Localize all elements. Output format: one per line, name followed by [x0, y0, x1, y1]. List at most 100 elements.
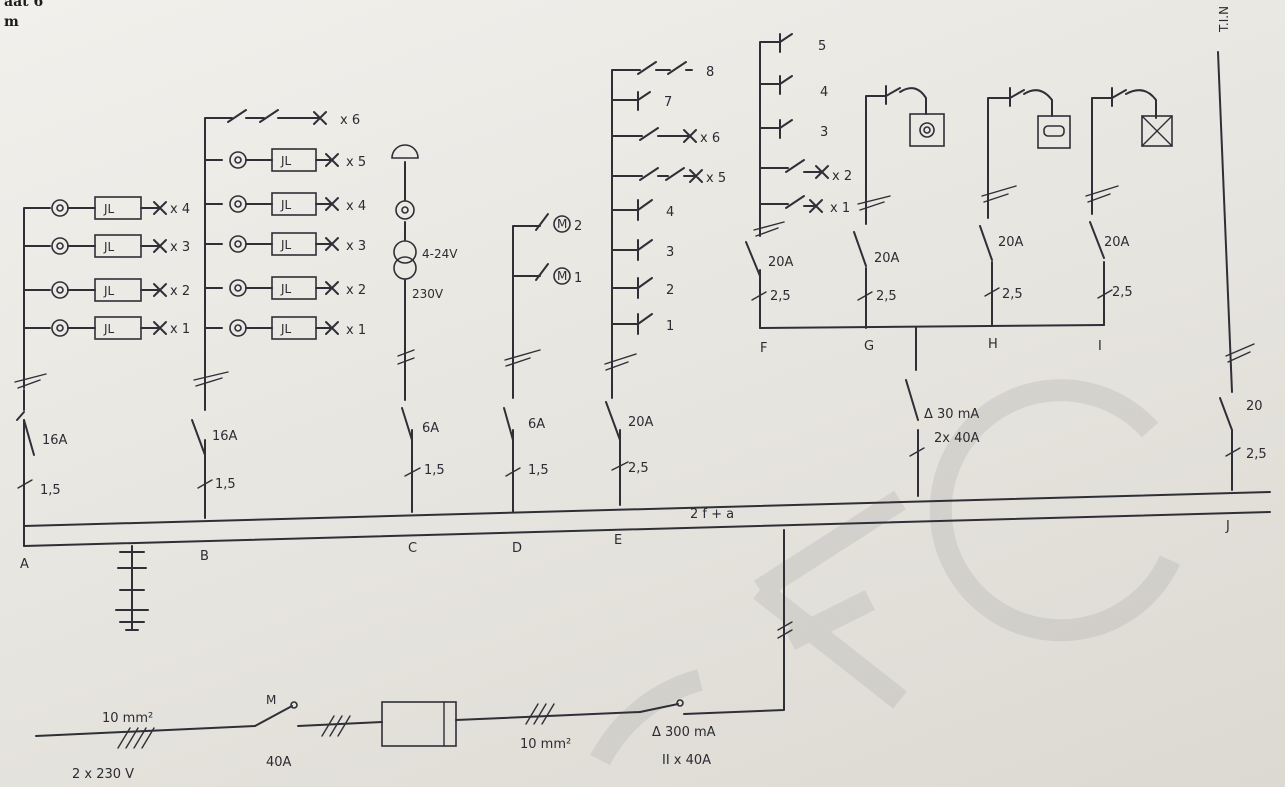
- header-line-2: m: [4, 14, 19, 30]
- circuit-j-section: 2,5: [1246, 447, 1267, 462]
- svg-text:JL: JL: [103, 284, 115, 298]
- switch-f2: x 2: [779, 159, 852, 184]
- svg-text:JL: JL: [103, 322, 115, 336]
- circuit-b-outlet-2: x 2: [346, 283, 366, 298]
- circuit-f-item-2: x 2: [832, 169, 852, 184]
- circuit-b-outlet-5: x 5: [346, 155, 366, 170]
- transformer-secondary-label: 4-24V: [422, 247, 458, 261]
- pushbutton-e3: 3: [637, 239, 674, 261]
- circuit-e: 20A 2,5 8 7 x 6 x 5 4 3 2: [604, 61, 726, 548]
- circuit-c-breaker: 6A: [422, 421, 439, 436]
- supply-cable-out: 10 mm²: [520, 737, 571, 752]
- circuit-a-section: 1,5: [40, 483, 61, 498]
- pushbutton-e7: 7: [637, 91, 672, 111]
- main-rcd-poles: II x 40A: [662, 753, 711, 768]
- switch-row-b6: x 6: [221, 109, 360, 128]
- circuit-i-label: I: [1098, 339, 1102, 354]
- circuit-b: 16A 1,5 x 6 JL x 5 JL x 4 JL x 3: [191, 109, 366, 564]
- earth-symbol: [115, 545, 149, 631]
- circuit-j-breaker: 20: [1246, 399, 1263, 414]
- circuit-c-label: C: [408, 541, 417, 556]
- circuit-a-outlet-1: x 1: [170, 322, 190, 337]
- motor-2-label: 2: [574, 219, 582, 234]
- circuit-g-label: G: [864, 339, 874, 354]
- svg-text:M: M: [557, 269, 567, 283]
- circuit-a-outlet-4: x 4: [170, 202, 190, 217]
- circuit-d-breaker: 6A: [528, 417, 545, 432]
- rcd-group-rating: Δ 30 mA: [924, 407, 979, 422]
- outlet-row-a2: JL x 2: [51, 278, 190, 302]
- circuit-a-breaker: 16A: [42, 433, 68, 448]
- circuit-e-item-3: 3: [666, 245, 674, 260]
- circuit-f-item-1: x 1: [830, 201, 850, 216]
- circuit-d-section: 1,5: [528, 463, 549, 478]
- circuit-f: 20A 2,5 5 4 3 x 2 x 1 F: [745, 33, 852, 356]
- svg-text:JL: JL: [103, 240, 115, 254]
- svg-text:M: M: [557, 217, 567, 231]
- circuit-g-breaker: 20A: [874, 251, 900, 266]
- circuit-h-section: 2,5: [1002, 287, 1023, 302]
- switch-e5: x 5: [637, 167, 726, 186]
- circuit-b-outlet-1: x 1: [346, 323, 366, 338]
- supply-line: 10 mm² 2 x 230 V M 40A 10 mm² Δ 300 mA I…: [35, 529, 793, 782]
- circuit-f-label: F: [760, 341, 767, 356]
- rcd-group-poles: 2x 40A: [934, 431, 980, 446]
- circuit-a-outlet-3: x 3: [170, 240, 190, 255]
- main-switch-mark: M: [266, 693, 276, 707]
- pushbutton-f3: 3: [779, 119, 828, 140]
- main-busbar: 2 f + a: [23, 491, 1271, 547]
- circuit-h-breaker: 20A: [998, 235, 1024, 250]
- circuit-b-outlet-6: x 6: [340, 113, 360, 128]
- svg-text:JL: JL: [280, 154, 292, 168]
- pushbutton-e1: 1: [637, 313, 674, 335]
- outlet-row-a1: JL x 1: [51, 316, 190, 340]
- circuit-g: 20A 2,5 G: [853, 85, 945, 354]
- svg-text:JL: JL: [103, 202, 115, 216]
- transformer-primary-label: 230V: [412, 287, 444, 301]
- circuit-c: 6A 1,5 4-24V 230V C: [391, 144, 458, 556]
- pushbutton-f5: 5: [779, 33, 826, 54]
- svg-text:JL: JL: [280, 322, 292, 336]
- circuit-a: 16A 1,5 JL x 4 JL x 3 JL x 2: [14, 196, 190, 572]
- bus-label: 2 f + a: [690, 507, 734, 522]
- circuit-e-item-7: 7: [664, 95, 672, 110]
- circuit-f-section: 2,5: [770, 289, 791, 304]
- circuit-e-item-6: x 6: [700, 131, 720, 146]
- watermark: [590, 379, 1180, 766]
- circuit-e-item-8: 8: [706, 65, 714, 80]
- circuit-j-label: J: [1225, 519, 1230, 534]
- svg-text:JL: JL: [280, 282, 292, 296]
- supply-voltage: 2 x 230 V: [72, 767, 134, 782]
- circuit-i-section: 2,5: [1112, 285, 1133, 300]
- circuit-b-outlet-3: x 3: [346, 239, 366, 254]
- outlet-row-b5: JL x 5: [229, 148, 366, 172]
- circuit-c-section: 1,5: [424, 463, 445, 478]
- circuit-f-item-3: 3: [820, 125, 828, 140]
- outlet-row-b2: JL x 2: [229, 276, 366, 300]
- main-switch-rating: 40A: [266, 755, 292, 770]
- circuit-e-item-2: 2: [666, 283, 674, 298]
- circuit-i: 20A 2,5 I: [1085, 87, 1173, 354]
- meter-box: [381, 701, 457, 747]
- circuit-e-item-1: 1: [666, 319, 674, 334]
- circuit-j: 20 2,5 J T.I.N: [1217, 6, 1267, 534]
- circuit-e-section: 2,5: [628, 461, 649, 476]
- circuit-h: 20A 2,5 H: [979, 87, 1071, 352]
- rcd-group: Δ 30 mA 2x 40A: [759, 324, 1105, 497]
- circuit-h-label: H: [988, 337, 998, 352]
- svg-text:JL: JL: [280, 198, 292, 212]
- outlet-row-b3: JL x 3: [229, 232, 366, 256]
- circuit-b-outlet-4: x 4: [346, 199, 366, 214]
- circuit-d-label: D: [512, 541, 522, 556]
- supply-cable-in: 10 mm²: [102, 711, 153, 726]
- header-line-1: aat 6: [4, 0, 44, 10]
- circuit-a-label: A: [20, 557, 29, 572]
- circuit-f-item-4: 4: [820, 85, 828, 100]
- circuit-b-breaker: 16A: [212, 429, 238, 444]
- pushbutton-e4: 4: [637, 199, 674, 221]
- outlet-row-a3: JL x 3: [51, 234, 190, 258]
- circuit-f-item-5: 5: [818, 39, 826, 54]
- circuit-g-section: 2,5: [876, 289, 897, 304]
